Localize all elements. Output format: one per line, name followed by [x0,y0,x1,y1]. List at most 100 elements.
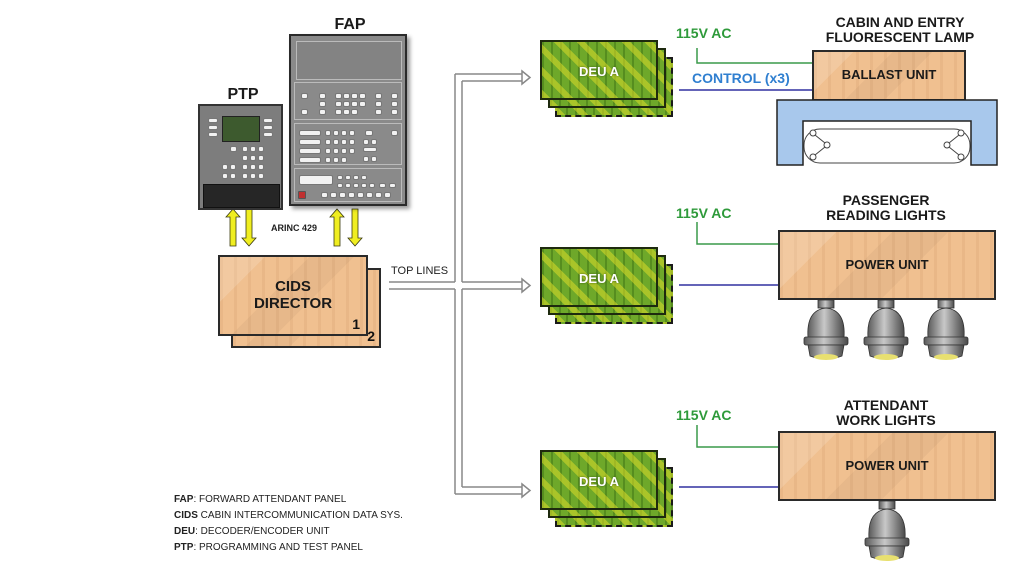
fap-key[interactable] [341,139,347,145]
ptp-key[interactable] [258,164,264,170]
ptp-key[interactable] [258,173,264,179]
fap-key[interactable] [389,183,396,188]
fap-key[interactable] [391,109,398,115]
fap-key[interactable] [333,157,339,163]
fap-key[interactable] [325,139,331,145]
fap-key[interactable] [366,192,373,198]
fap-key[interactable] [365,130,373,136]
ptp-softkey[interactable] [263,132,273,137]
ptp-key[interactable] [258,155,264,161]
fap-key[interactable] [337,175,343,180]
fap-key[interactable] [351,101,358,107]
fap-key[interactable] [369,183,375,188]
fap-key[interactable] [361,175,367,180]
ptp-key[interactable] [242,164,248,170]
ptp-key[interactable] [258,146,264,152]
fap-key[interactable] [351,109,358,115]
fap-key[interactable] [335,101,342,107]
fap-key[interactable] [371,139,377,145]
fap-key[interactable] [299,157,321,163]
fap-key[interactable] [341,148,347,154]
fap-key[interactable] [351,93,358,99]
fap-key[interactable] [333,148,339,154]
fap-key[interactable] [359,101,366,107]
fap-key[interactable] [333,139,339,145]
ptp-softkey[interactable] [208,118,218,123]
fap-key[interactable] [379,183,386,188]
ptp-softkey[interactable] [208,125,218,130]
fap-key[interactable] [391,93,398,99]
legend-item: PTP: PROGRAMMING AND TEST PANEL [174,542,363,553]
fap-key[interactable] [330,192,337,198]
fap-key[interactable] [319,93,326,99]
fap-key[interactable] [349,148,355,154]
fap-key[interactable] [299,130,321,136]
fap-key[interactable] [353,175,359,180]
fap-key[interactable] [371,156,377,162]
fap-key[interactable] [384,192,391,198]
fap-key[interactable] [363,139,369,145]
ptp-key[interactable] [242,155,248,161]
fap-key[interactable] [361,183,367,188]
fap-key[interactable] [353,183,359,188]
fap-key[interactable] [325,148,331,154]
fap-key[interactable] [339,192,346,198]
fap-key[interactable] [337,183,343,188]
fap-key[interactable] [345,183,351,188]
ptp-key[interactable] [242,146,248,152]
deu-label: DEU A [579,474,619,489]
fap-key[interactable] [349,139,355,145]
ptp-key[interactable] [250,146,256,152]
ptp-key[interactable] [230,146,237,152]
fap-key[interactable] [325,157,331,163]
arinc-label: ARINC 429 [271,223,318,233]
ptp-key[interactable] [242,173,248,179]
fap-key[interactable] [391,101,398,107]
fap-key[interactable] [345,175,351,180]
fap-key[interactable] [301,109,308,115]
ptp-key[interactable] [250,173,256,179]
ptp-key[interactable] [250,164,256,170]
lamp [858,299,914,369]
fap-key[interactable] [335,93,342,99]
fap-key[interactable] [343,93,350,99]
fap-key[interactable] [333,130,339,136]
fap-key[interactable] [343,101,350,107]
fap-key[interactable] [299,148,321,154]
fap-key[interactable] [335,109,342,115]
fap-key[interactable] [319,101,326,107]
power-unit-work: POWER UNIT [778,431,996,501]
fap-key[interactable] [359,93,366,99]
fap-key[interactable] [341,157,347,163]
fluorescent-tube [803,128,971,164]
fap-key[interactable] [375,192,382,198]
ptp-key[interactable] [222,173,228,179]
fap-key[interactable] [375,101,382,107]
fap-key[interactable] [375,93,382,99]
fap-key[interactable] [363,147,377,152]
fap-key[interactable] [319,109,326,115]
fap-key[interactable] [363,156,369,162]
ptp-softkey[interactable] [208,132,218,137]
ptp-key[interactable] [222,164,228,170]
ptp-softkey[interactable] [263,118,273,123]
fap-key[interactable] [325,130,331,136]
fap-key[interactable] [391,130,398,136]
fap-key[interactable] [343,109,350,115]
load-title-work-lights: ATTENDANT WORK LIGHTS [836,397,936,429]
ptp-softkey[interactable] [263,125,273,130]
fap-key[interactable] [375,109,382,115]
ballast-unit-label: BALLAST UNIT [841,67,937,82]
ptp-key[interactable] [250,155,256,161]
fap-key[interactable] [301,93,308,99]
ptp-key[interactable] [230,173,236,179]
ptp-key[interactable] [230,164,236,170]
arrow-up-icon [225,208,241,247]
fap-key[interactable] [349,130,355,136]
fap-key[interactable] [299,139,321,145]
fap-key[interactable] [348,192,355,198]
fap-red-button[interactable] [298,191,306,199]
fap-key[interactable] [357,192,364,198]
fap-key[interactable] [341,130,347,136]
fap-key[interactable] [321,192,328,198]
